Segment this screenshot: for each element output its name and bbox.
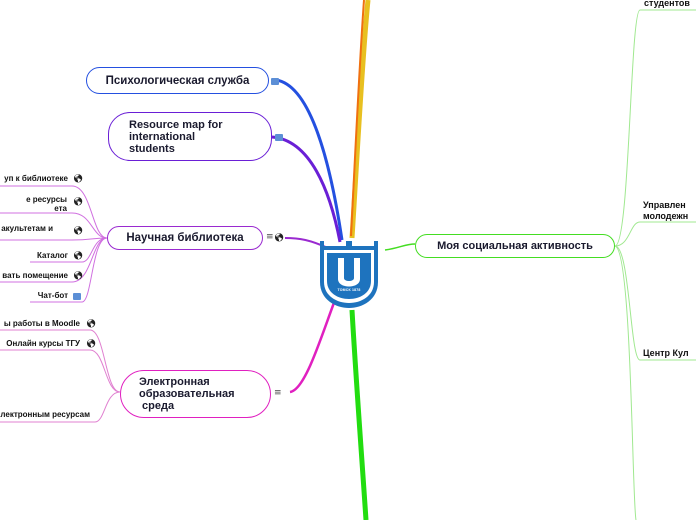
- resource-line-1: Resource map for: [129, 118, 223, 131]
- node-resource-map[interactable]: Resource map for international students: [108, 112, 272, 161]
- node-social-activity[interactable]: Моя социальная активность: [415, 234, 615, 258]
- menu-icon-library[interactable]: ≡: [266, 232, 274, 242]
- node-scientific-library-label: Научная библиотека: [126, 232, 244, 244]
- library-item-catalog[interactable]: Каталог: [37, 251, 68, 260]
- social-item-youth[interactable]: молодежн: [643, 211, 689, 221]
- elearn-line-3: среда: [139, 400, 175, 412]
- social-leaf-lines: [614, 9, 696, 520]
- globe-icon-lib-1[interactable]: 🌎︎: [73, 174, 84, 183]
- globe-icon-lib-2[interactable]: 🌎︎: [73, 197, 84, 206]
- elearn-line-2: образовательная: [139, 388, 235, 400]
- logo-caption: ТОМСК 1878: [337, 288, 361, 292]
- social-item-students[interactable]: студентов: [644, 0, 690, 8]
- elearn-item-online-courses[interactable]: Онлайн курсы ТГУ: [6, 339, 80, 348]
- library-leaf-lines: [0, 185, 108, 303]
- elearn-item-moodle[interactable]: ы работы в Moodle: [3, 319, 80, 328]
- node-psychological-service-label: Психологическая служба: [105, 74, 250, 87]
- note-icon-resource[interactable]: [275, 134, 283, 141]
- branch-top: [349, 0, 371, 239]
- globe-icon-el-2[interactable]: 🌎︎: [86, 339, 97, 348]
- branch-bottom: [349, 309, 369, 520]
- node-scientific-library[interactable]: Научная библиотека: [107, 226, 263, 250]
- library-item-resources-2[interactable]: ета: [54, 204, 67, 213]
- library-item-chatbot[interactable]: Чат-бот: [37, 291, 68, 300]
- social-item-management[interactable]: Управлен: [643, 200, 686, 210]
- node-electronic-environment[interactable]: Электронная образовательная среда: [120, 370, 271, 418]
- elearn-leaf-lines: [0, 329, 121, 423]
- globe-icon-el-1[interactable]: 🌎︎: [86, 319, 97, 328]
- menu-icon-elearn[interactable]: ≡: [274, 388, 282, 398]
- branch-psych: [275, 78, 344, 241]
- branch-elearn: [289, 299, 337, 394]
- globe-icon-lib-4[interactable]: 🌎︎: [73, 251, 84, 260]
- elearn-line-1: Электронная: [139, 376, 210, 388]
- library-item-faculties[interactable]: акультетам и: [1, 224, 53, 233]
- branch-top-accent: [350, 0, 365, 237]
- tsu-logo: [320, 241, 378, 308]
- branch-resource: [271, 135, 342, 243]
- globe-icon-lib-3[interactable]: 🌎︎: [73, 226, 84, 235]
- note-icon-psych[interactable]: [271, 78, 279, 85]
- resource-line-2: international: [129, 130, 196, 143]
- elearn-item-e-resources[interactable]: лектронным ресурсам: [0, 410, 90, 419]
- globe-icon-library[interactable]: 🌎︎: [274, 233, 285, 242]
- resource-line-3: students: [129, 142, 175, 155]
- branch-social: [384, 243, 416, 251]
- library-item-access[interactable]: уп к библиотеке: [4, 174, 68, 183]
- library-item-resources[interactable]: е ресурсы: [26, 195, 67, 204]
- library-item-room[interactable]: вать помещение: [2, 271, 68, 280]
- globe-icon-lib-5[interactable]: 🌎︎: [73, 271, 84, 280]
- node-social-activity-label: Моя социальная активность: [437, 240, 593, 252]
- social-item-culture-center[interactable]: Центр Кул: [643, 348, 689, 358]
- note-icon-chatbot[interactable]: [73, 293, 81, 300]
- node-psychological-service[interactable]: Психологическая служба: [86, 67, 269, 94]
